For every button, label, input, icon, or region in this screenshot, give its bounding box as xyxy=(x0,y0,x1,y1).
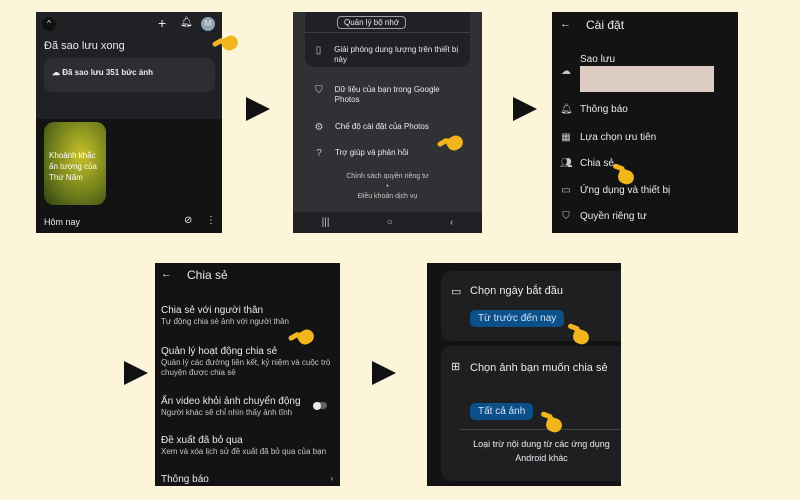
photos-card[interactable]: ⊞ Chọn ảnh bạn muốn chia sẻ Tất cả ảnh L… xyxy=(441,346,621,481)
cloud-done-icon: ☁ xyxy=(52,68,60,77)
chevron-right-icon: › xyxy=(330,474,333,483)
settings-item-preferences[interactable]: ▦Lựa chọn ưu tiên xyxy=(561,132,657,143)
start-date-button[interactable]: Từ trước đến nay xyxy=(470,310,565,327)
separator-dot: • xyxy=(386,183,389,190)
avatar[interactable]: M xyxy=(201,17,215,31)
hide-video-toggle[interactable] xyxy=(313,401,327,410)
notifications-item[interactable]: Thông báo› xyxy=(161,474,333,485)
add-photo-icon: ⊞ xyxy=(451,361,461,373)
home-icon[interactable]: ○ xyxy=(386,217,393,228)
step5-partner-sharing-options: ▭ Chọn ngày bắt đầu Từ trước đến nay ⊞ C… xyxy=(427,263,621,486)
devices-icon: ▭ xyxy=(561,185,571,196)
backup-card[interactable]: ☁ Đã sao lưu 351 bức ảnh xyxy=(44,58,215,92)
all-photos-button[interactable]: Tất cả ảnh xyxy=(470,403,534,420)
settings-item-notifications[interactable]: 🔔︎Thông báo xyxy=(560,104,628,115)
collapse-button[interactable]: ^ xyxy=(42,17,56,31)
next-arrow-icon xyxy=(124,361,148,385)
manage-storage-button[interactable]: Quản lý bộ nhớ xyxy=(337,16,407,29)
back-arrow-icon[interactable]: ← xyxy=(560,18,571,30)
more-icon[interactable]: ⋮ xyxy=(206,215,216,226)
bell-icon[interactable]: 🔔︎ xyxy=(180,17,193,28)
terms-link[interactable]: Điều khoản dịch vụ xyxy=(357,193,418,200)
nav-bar: ||| ○ ‹ xyxy=(293,212,482,233)
your-data-item[interactable]: ⛉Dữ liệu của bạn trong Google Photos xyxy=(313,85,463,105)
recents-icon[interactable]: ||| xyxy=(321,217,330,228)
help-icon: ? xyxy=(316,148,322,159)
privacy-policy-link[interactable]: Chính sách quyền riêng tư xyxy=(346,173,429,180)
settings-item-sharing[interactable]: 👥︎Chia sẻ xyxy=(560,158,614,169)
back-arrow-icon[interactable]: ← xyxy=(161,268,172,280)
next-arrow-icon xyxy=(513,97,537,121)
select-icon[interactable]: ⊘ xyxy=(184,215,193,226)
pointer-hand-icon xyxy=(219,32,241,54)
gear-icon: ⚙ xyxy=(314,122,324,133)
memory-card[interactable]: Khoảnh khắc ấn tượng của Thứ Năm xyxy=(44,122,106,205)
memory-caption: Khoảnh khắc ấn tượng của Thứ Năm xyxy=(49,151,97,182)
free-up-space-item[interactable]: ▯Giải phóng dung lượng trên thiết bị này xyxy=(313,45,463,65)
step2-account-menu: Quản lý bộ nhớ ▯Giải phóng dung lượng tr… xyxy=(293,12,482,233)
shield-icon: ⛉ xyxy=(315,85,323,96)
add-icon[interactable]: + xyxy=(158,15,167,31)
bell-icon: 🔔︎ xyxy=(560,104,573,115)
photo-grid: Khoảnh khắc ấn tượng của Thứ Năm Hôm nay… xyxy=(36,119,222,233)
next-arrow-icon xyxy=(246,97,270,121)
help-item[interactable]: ?Trợ giúp và phản hồi xyxy=(313,148,463,159)
start-date-title: Chọn ngày bắt đầu xyxy=(470,285,563,297)
preferences-icon: ▦ xyxy=(561,132,571,143)
cloud-icon: ☁ xyxy=(561,66,571,77)
calendar-icon: ▭ xyxy=(451,286,462,298)
people-icon: 👥︎ xyxy=(560,158,573,169)
step1-photos-home: ^ + 🔔︎ M Đã sao lưu xong ☁ Đã sao lưu 35… xyxy=(36,12,222,233)
settings-title: Cài đặt xyxy=(586,18,625,32)
settings-item-privacy[interactable]: ⛉Quyền riêng tư xyxy=(560,211,646,223)
section-label: Hôm nay xyxy=(44,217,81,227)
start-date-card[interactable]: ▭ Chọn ngày bắt đầu Từ trước đến nay xyxy=(441,271,621,341)
next-arrow-icon xyxy=(372,361,396,385)
redacted-account xyxy=(580,66,714,92)
exclude-apps-option[interactable]: Loại trừ nội dung từ các ứng dụng Androi… xyxy=(473,439,610,463)
photos-title: Chọn ảnh bạn muốn chia sẻ xyxy=(470,362,608,374)
settings-item-apps-devices[interactable]: ▭Ứng dụng và thiết bị xyxy=(561,185,671,196)
backup-count-text: Đã sao lưu 351 bức ảnh xyxy=(62,68,153,77)
sharing-title: Chia sẻ xyxy=(187,268,228,282)
back-icon[interactable]: ‹ xyxy=(450,217,454,228)
settings-item-label: Sao lưu xyxy=(580,54,616,65)
phone-icon: ▯ xyxy=(315,45,322,56)
photos-settings-item[interactable]: ⚙Chế độ cài đặt của Photos xyxy=(314,122,429,133)
shield-icon: ⛉ xyxy=(562,211,570,222)
backup-status-title: Đã sao lưu xong xyxy=(44,40,125,52)
step3-settings: ← Cài đặt ☁ Sao lưu 🔔︎Thông báo ▦Lựa chọ… xyxy=(552,12,738,233)
